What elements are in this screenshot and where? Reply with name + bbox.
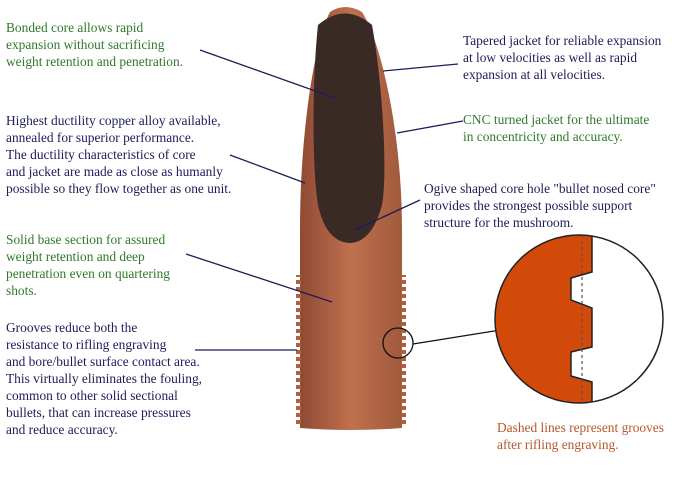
label-cnc-jacket: CNC turned jacket for the ultimate in co… xyxy=(463,112,650,144)
label-grooves: Grooves reduce both the resistance to ri… xyxy=(6,320,202,437)
label-ductility: Highest ductility copper alloy available… xyxy=(6,113,232,196)
label-ogive-core: Ogive shaped core hole "bullet nosed cor… xyxy=(424,181,656,230)
bullet-grooves xyxy=(296,275,406,425)
label-tapered-jacket: Tapered jacket for reliable expansion at… xyxy=(463,33,662,82)
label-bonded-core: Bonded core allows rapid expansion witho… xyxy=(6,20,183,69)
label-dashed-note: Dashed lines represent grooves after rif… xyxy=(497,420,664,452)
groove-detail-circle xyxy=(494,234,664,404)
bullet-core xyxy=(313,13,385,243)
magnifier-circle-small xyxy=(382,327,414,359)
leader-lines xyxy=(185,49,514,351)
label-solid-base: Solid base section for assured weight re… xyxy=(6,232,170,298)
